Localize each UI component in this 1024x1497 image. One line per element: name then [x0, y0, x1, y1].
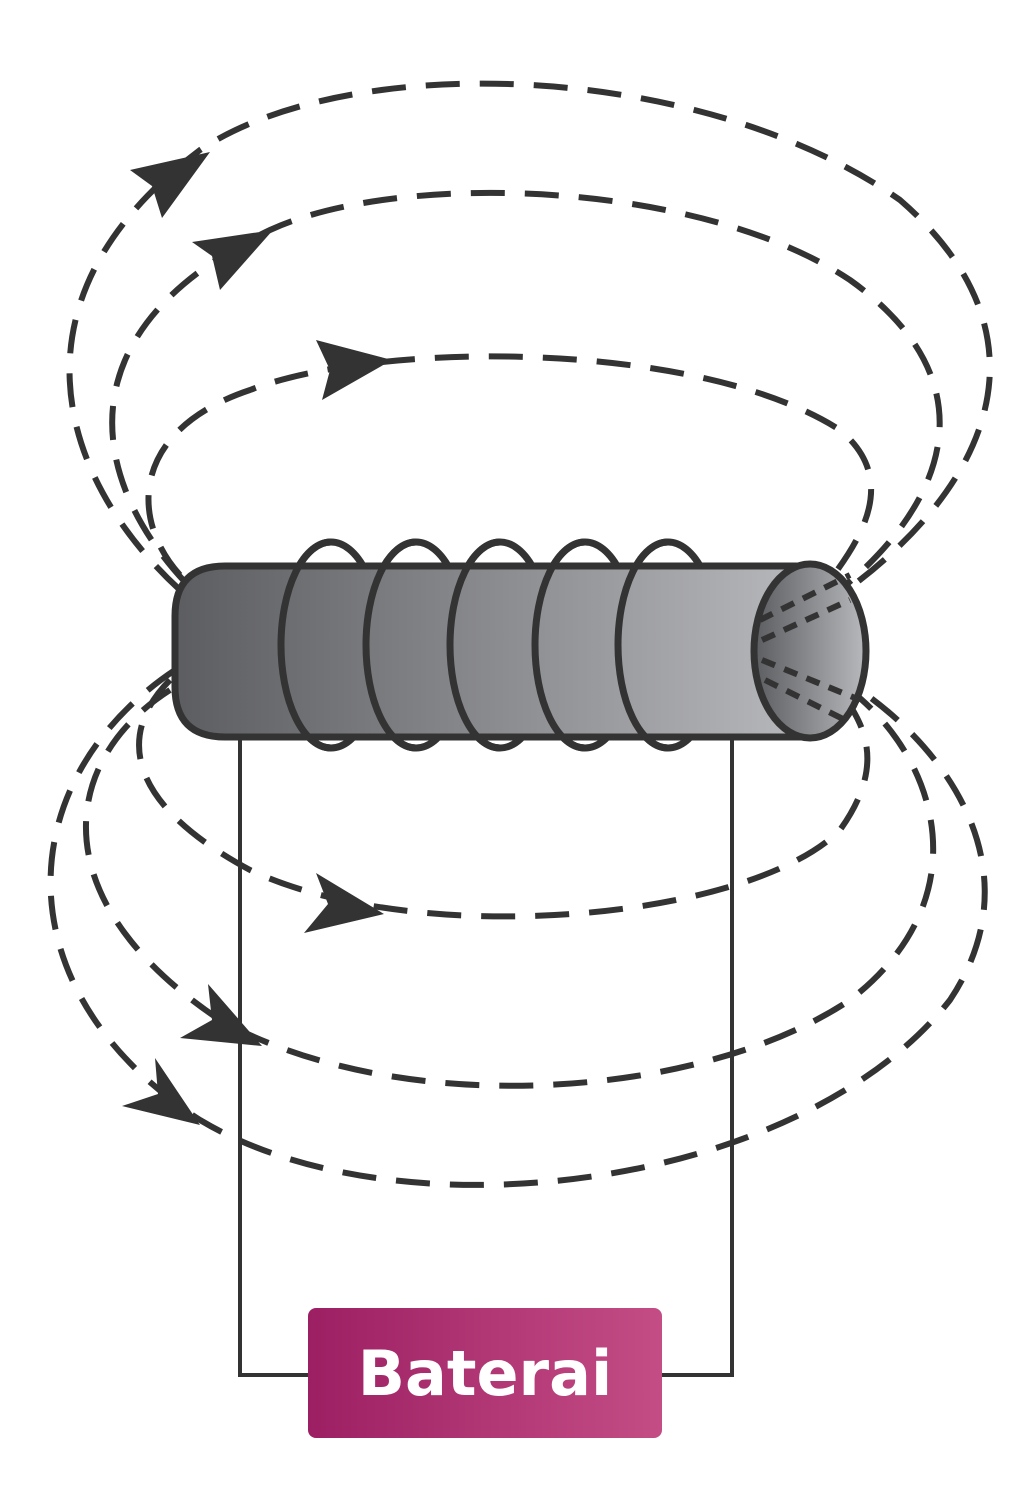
arrow-icon [304, 873, 384, 933]
arrow-icon [180, 984, 262, 1046]
battery [308, 1308, 662, 1438]
field-line-top-inner [145, 353, 875, 582]
field-line-bottom-outer [47, 667, 988, 1188]
field-line-top-outer [66, 80, 993, 598]
arrow-icon [316, 340, 392, 400]
wire-left [238, 735, 310, 1377]
field-line-top-middle [109, 189, 943, 593]
battery-label: Baterai [357, 1336, 613, 1410]
coil-front [277, 538, 669, 752]
arrow-icon [122, 1058, 200, 1125]
field-lines-through-rod-end [758, 572, 862, 723]
field-line-bottom-inner [136, 677, 871, 920]
arrow-icon [192, 230, 273, 290]
wire-right [662, 735, 734, 1377]
field-line-bottom-middle [82, 687, 937, 1089]
rod-end [750, 560, 870, 742]
iron-rod [171, 562, 814, 741]
arrow-icon [130, 152, 210, 218]
